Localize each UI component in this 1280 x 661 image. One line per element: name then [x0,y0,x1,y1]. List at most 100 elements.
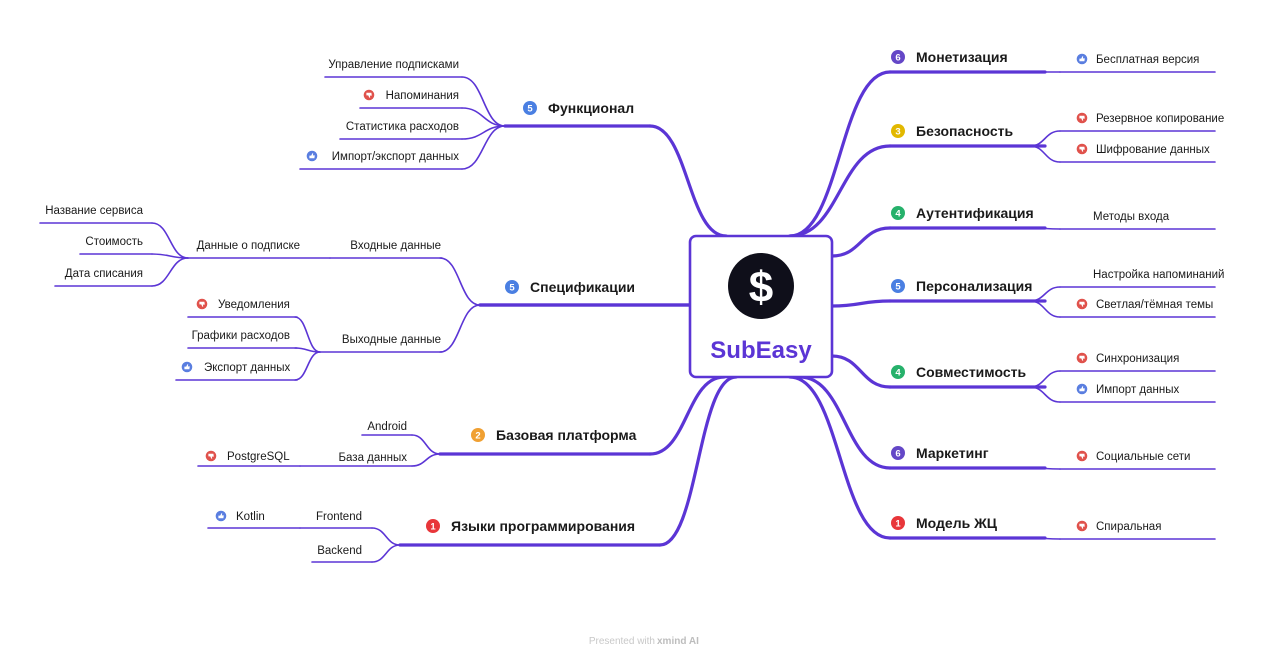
topic-маркетинг: Маркетинг [916,445,989,461]
leaf-connector [461,76,506,127]
leaf-connector [1029,130,1061,147]
footer-brand: xmind AI [657,636,699,647]
topic-функционал: Функционал [548,100,634,116]
leaf-connector [439,257,481,306]
branch-совместимость [830,354,892,389]
leaf-connector [294,351,321,381]
priority-badge: 5 [523,101,537,115]
dollar-logo-icon [728,253,794,319]
topic-персонализация: Персонализация [916,278,1032,294]
thumb-up-icon [181,361,193,373]
priority-badge: 5 [505,280,519,294]
priority-badge: 4 [891,206,905,220]
node-данные-о-подписке: Данные о подписке [197,240,300,252]
svg-text:6: 6 [895,448,900,459]
leaf-connector [1029,537,1061,540]
thumb-down-icon [1076,143,1088,155]
leaf-connector [1029,227,1061,230]
thumb-down-icon [196,298,208,310]
thumb-down-icon [205,450,217,462]
node-светлая-тёмная-темы: Светлая/тёмная темы [1096,299,1213,311]
dollar-symbol: $ [749,263,773,312]
topic-безопасность: Безопасность [916,123,1014,139]
priority-badge: 1 [426,519,440,533]
leaf-connector [461,125,506,170]
leaf-connector [411,453,441,467]
leaf-connector [1029,286,1061,302]
footer-prefix: Presented with [589,636,655,647]
branch-маркетинг [798,375,892,470]
branch-персонализация [830,299,892,308]
leaf-connector [1029,370,1061,388]
branch-аутентификация [830,226,892,258]
thumb-down-icon [1076,520,1088,532]
leaf-connector [151,257,189,287]
branch-функционал [648,124,728,238]
svg-text:4: 4 [895,367,901,378]
node-напоминания: Напоминания [386,90,459,102]
svg-text:5: 5 [895,281,901,292]
svg-text:1: 1 [430,521,436,532]
svg-text:6: 6 [895,52,900,63]
node-синхронизация: Синхронизация [1096,353,1179,365]
connectors [39,70,1216,563]
node-методы-входа: Методы входа [1093,211,1170,223]
thumb-down-icon [1076,112,1088,124]
node-управление-подписками: Управление подписками [328,59,459,71]
thumb-up-icon [1076,383,1088,395]
thumb-down-icon [1076,298,1088,310]
node-графики-расходов: Графики расходов [192,330,290,342]
topic-модель-жц: Модель ЖЦ [916,515,998,531]
svg-text:2: 2 [475,430,480,441]
svg-text:5: 5 [527,103,533,114]
topic-спецификации: Спецификации [530,279,635,295]
leaf-connector [1029,467,1061,470]
priority-badge: 2 [471,428,485,442]
branch-монетизация [788,70,892,238]
svg-text:5: 5 [509,282,515,293]
thumb-down-icon [1076,450,1088,462]
priority-badge: 5 [891,279,905,293]
node-спиральная: Спиральная [1096,521,1161,533]
priority-badge: 6 [891,446,905,460]
node-дата-списания: Дата списания [65,268,143,280]
topic-базовая-платформа: Базовая платформа [496,427,637,443]
node-социальные-сети: Социальные сети [1096,451,1190,463]
branch-языки-программирования [658,375,738,547]
svg-text:4: 4 [895,208,901,219]
node-postgresql: PostgreSQL [227,451,290,463]
topic-совместимость: Совместимость [916,364,1026,380]
leaf-connector [371,527,401,546]
leaf-connector [1029,145,1061,163]
node-статистика-расходов: Статистика расходов [346,121,459,133]
node-kotlin: Kotlin [236,511,265,523]
svg-text:3: 3 [895,126,900,137]
branch-базовая-платформа [648,375,726,456]
node-android: Android [367,421,407,433]
node-уведомления: Уведомления [218,299,290,311]
priority-badge: 3 [891,124,905,138]
leaf-connector [371,544,401,563]
node-резервное-копирование: Резервное копирование [1096,113,1224,125]
leaf-connector [151,222,189,259]
thumb-down-icon [363,89,375,101]
priority-badge: 6 [891,50,905,64]
node-база-данных: База данных [338,452,407,464]
node-входные-данные: Входные данные [350,240,441,252]
node-выходные-данные: Выходные данные [342,334,441,346]
leaf-connector [1029,386,1061,403]
node-стоимость: Стоимость [85,236,143,248]
svg-text:1: 1 [895,518,901,529]
priority-badge: 1 [891,516,905,530]
leaf-connector [294,316,321,353]
node-экспорт-данных: Экспорт данных [204,362,290,374]
topic-аутентификация: Аутентификация [916,205,1034,221]
central-title: SubEasy [710,337,812,364]
node-бесплатная-версия: Бесплатная версия [1096,54,1199,66]
thumb-up-icon [1076,53,1088,65]
topic-языки-программирования: Языки программирования [451,518,635,534]
central-topic[interactable]: $ SubEasy [688,234,834,379]
